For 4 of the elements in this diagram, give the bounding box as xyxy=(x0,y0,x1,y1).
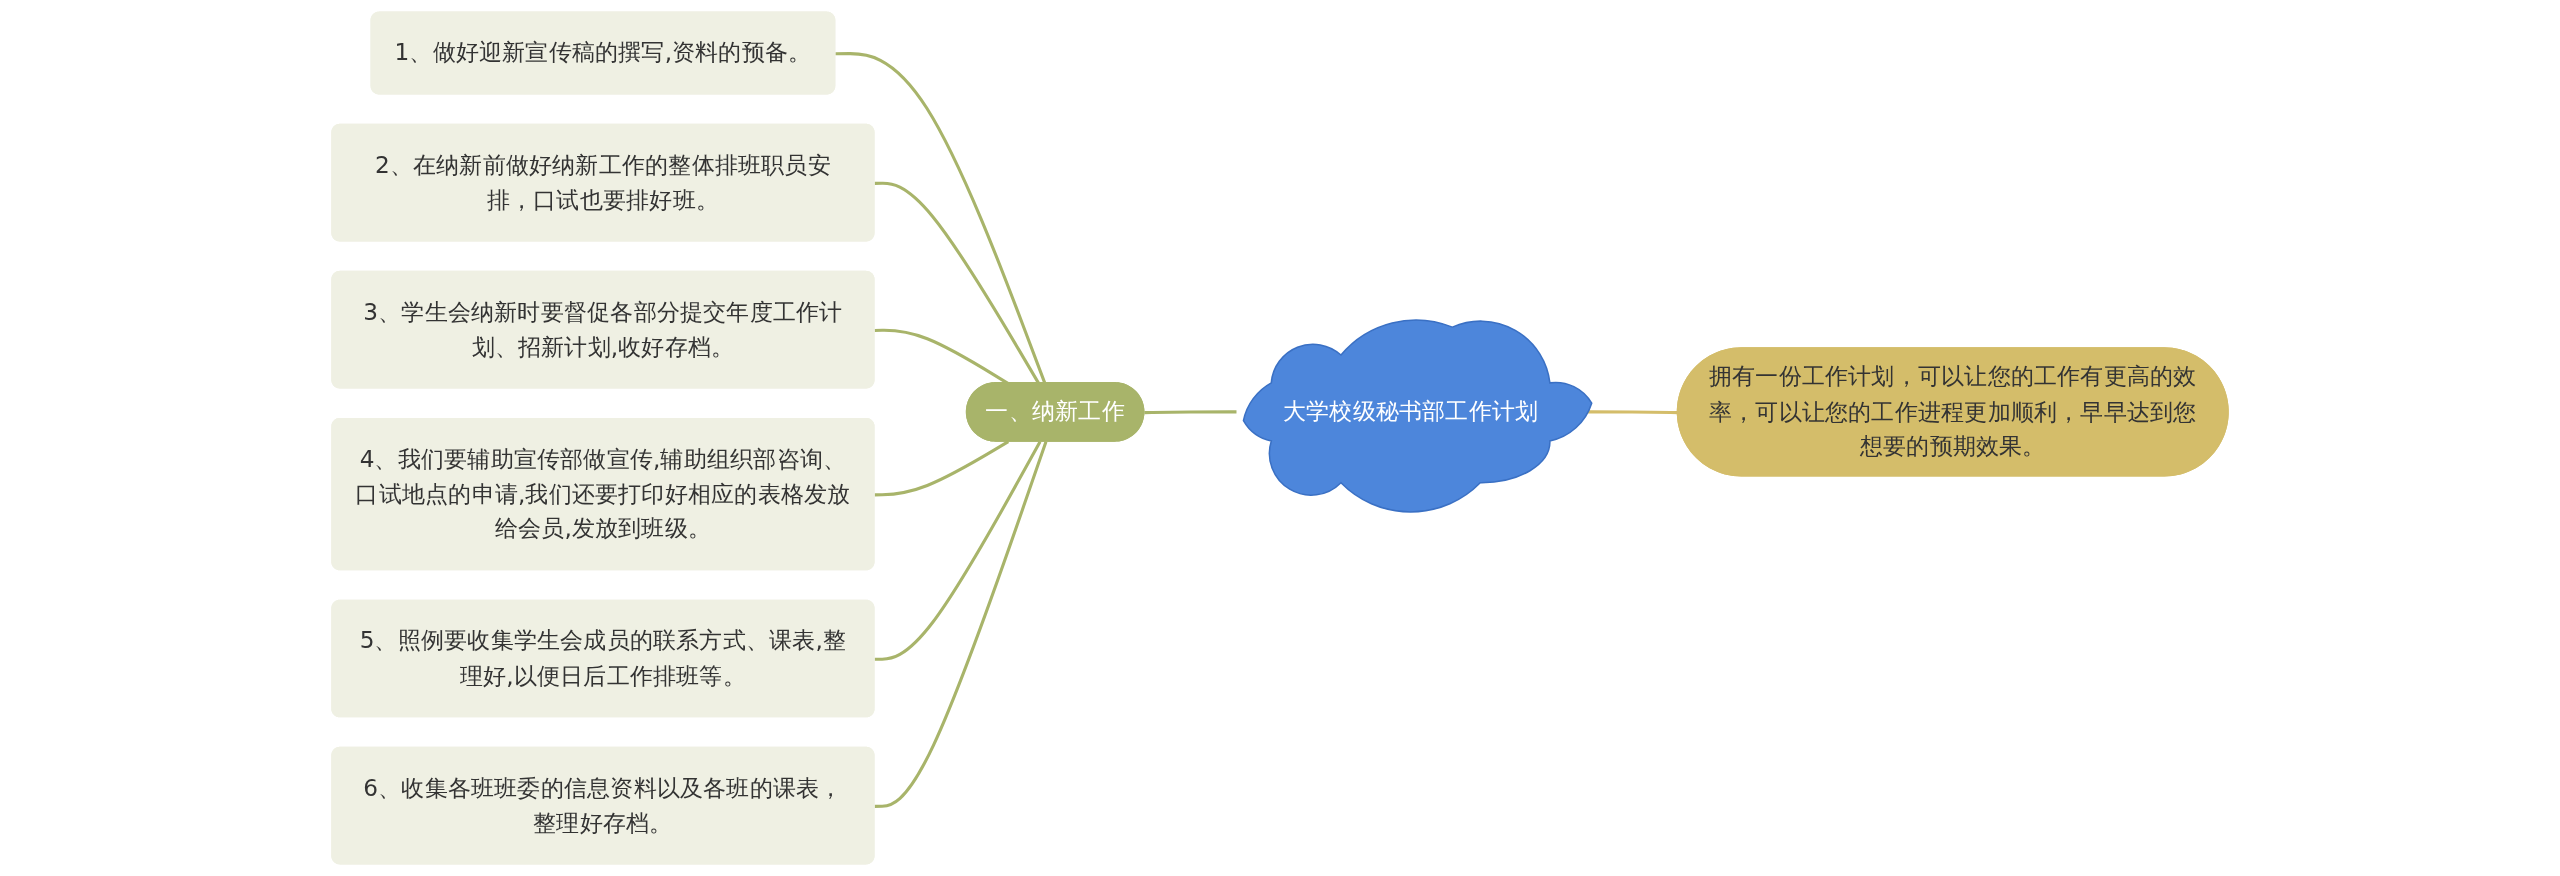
connector xyxy=(874,440,1010,497)
connector xyxy=(1144,410,1237,415)
connector xyxy=(874,441,1048,808)
connector xyxy=(874,440,1042,661)
